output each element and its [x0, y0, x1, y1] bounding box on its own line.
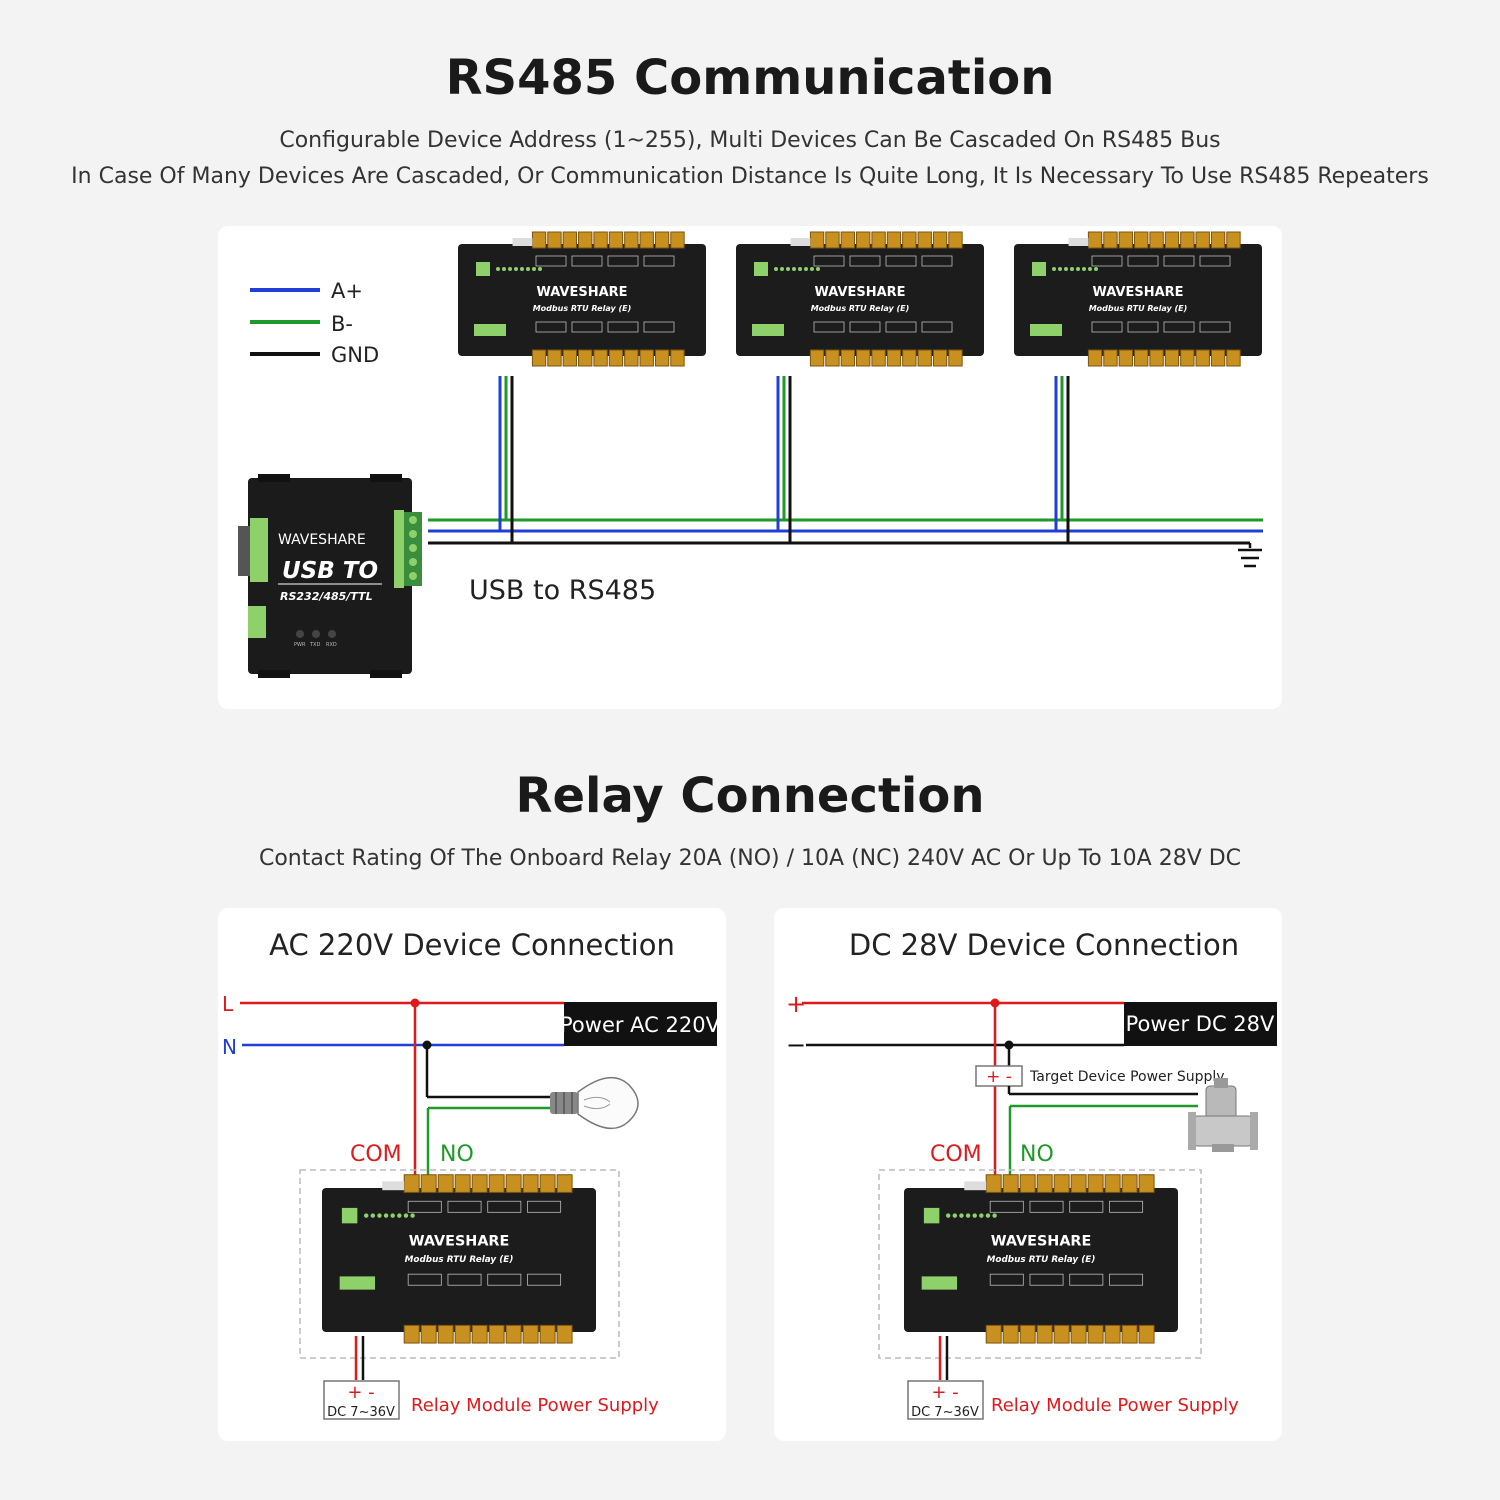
dc-target-label: Target Device Power Supply — [1029, 1069, 1225, 1085]
solenoid-valve-icon — [1188, 1078, 1258, 1152]
dc-target-signs: + - — [986, 1067, 1012, 1087]
converter-line-1: USB TO — [282, 558, 378, 584]
ac-supply-range: DC 7~36V — [327, 1405, 395, 1420]
converter-line-2: RS232/485/TTL — [280, 590, 373, 603]
dc-target-supply-box — [975, 1065, 1023, 1087]
dc-connection-card: DC 28V Device Connection + − Power DC 28… — [774, 908, 1282, 1441]
rs485-bus — [428, 376, 1263, 568]
led-rxd-label: RXD — [326, 642, 337, 648]
dc-supply-box — [907, 1380, 984, 1420]
usb-rs485-converter: WAVESHARE USB TO RS232/485/TTL PWR TXD R… — [238, 474, 422, 678]
dc-line-minus: − — [786, 1031, 806, 1059]
ac-power-box — [564, 1002, 717, 1046]
ac-connection-diagram: L N Power AC 220V COM NO WAVESHARE Modbus… — [222, 992, 721, 1420]
svg-text:Modbus RTU Relay (E): Modbus RTU Relay (E) — [811, 304, 910, 313]
relay-module-3: WAVESHARE Modbus RTU Relay (E) — [1014, 231, 1262, 367]
ac-com-label: COM — [350, 1142, 402, 1167]
dc-com-label: COM — [930, 1142, 982, 1167]
rs485-subtitle-1: Configurable Device Address (1~255), Mul… — [279, 128, 1221, 153]
ac-power-label: Power AC 220V — [560, 1013, 721, 1037]
ac-line-n: N — [222, 1035, 237, 1059]
dc-power-box — [1124, 1002, 1277, 1046]
legend-b-minus: B- — [331, 312, 353, 336]
ac-no-label: NO — [440, 1142, 474, 1167]
ground-icon — [1238, 543, 1262, 568]
relay-subtitle: Contact Rating Of The Onboard Relay 20A … — [258, 846, 1242, 871]
relay-module-1: WAVESHARE Modbus RTU Relay (E) — [458, 231, 706, 367]
svg-text:Modbus RTU Relay (E): Modbus RTU Relay (E) — [1089, 304, 1188, 313]
legend-a-plus: A+ — [331, 279, 363, 303]
dc-power-label: Power DC 28V — [1126, 1012, 1275, 1036]
svg-text:WAVESHARE: WAVESHARE — [1092, 285, 1183, 300]
dc-line-plus: + — [786, 990, 806, 1018]
relay-title: Relay Connection — [515, 768, 985, 824]
svg-text:Modbus RTU Relay (E): Modbus RTU Relay (E) — [987, 1255, 1096, 1265]
light-bulb-icon — [550, 1076, 639, 1130]
ac-connection-card: AC 220V Device Connection L N Power AC 2… — [218, 908, 726, 1441]
wire-legend: A+ B- GND — [250, 279, 379, 367]
converter-brand: WAVESHARE — [278, 532, 366, 548]
dc-supply-signs: + - — [931, 1382, 958, 1403]
usb-rs485-label: USB to RS485 — [469, 575, 656, 606]
dc-connection-diagram: + − Power DC 28V + - Target Device Power… — [786, 990, 1277, 1420]
relay-module-2: WAVESHARE Modbus RTU Relay (E) — [736, 231, 984, 367]
dc-panel-title: DC 28V Device Connection — [848, 928, 1240, 962]
led-pwr-label: PWR — [294, 642, 306, 648]
svg-text:Modbus RTU Relay (E): Modbus RTU Relay (E) — [405, 1255, 514, 1265]
led-txd-label: TXD — [309, 642, 320, 648]
ac-supply-signs: + - — [347, 1382, 374, 1403]
dc-supply-label: Relay Module Power Supply — [991, 1395, 1239, 1416]
ac-supply-box — [323, 1380, 400, 1420]
relay-module-ac: WAVESHARE Modbus RTU Relay (E) — [322, 1174, 596, 1344]
ac-panel-title: AC 220V Device Connection — [269, 928, 675, 962]
rs485-diagram: A+ B- GND — [238, 231, 1263, 678]
ac-supply-label: Relay Module Power Supply — [411, 1395, 659, 1416]
relay-module-dc: WAVESHARE Modbus RTU Relay (E) — [904, 1174, 1178, 1344]
rs485-diagram-card: A+ B- GND — [218, 226, 1282, 709]
rs485-title: RS485 Communication — [445, 50, 1055, 106]
svg-text:WAVESHARE: WAVESHARE — [814, 285, 905, 300]
svg-text:Modbus RTU Relay (E): Modbus RTU Relay (E) — [533, 304, 632, 313]
dc-supply-range: DC 7~36V — [911, 1405, 979, 1420]
ac-line-l: L — [222, 992, 234, 1016]
svg-text:WAVESHARE: WAVESHARE — [991, 1233, 1092, 1249]
svg-text:WAVESHARE: WAVESHARE — [536, 285, 627, 300]
svg-text:WAVESHARE: WAVESHARE — [409, 1233, 510, 1249]
rs485-subtitle-2: In Case Of Many Devices Are Cascaded, Or… — [71, 164, 1429, 189]
dc-no-label: NO — [1020, 1142, 1054, 1167]
legend-gnd: GND — [331, 343, 379, 367]
